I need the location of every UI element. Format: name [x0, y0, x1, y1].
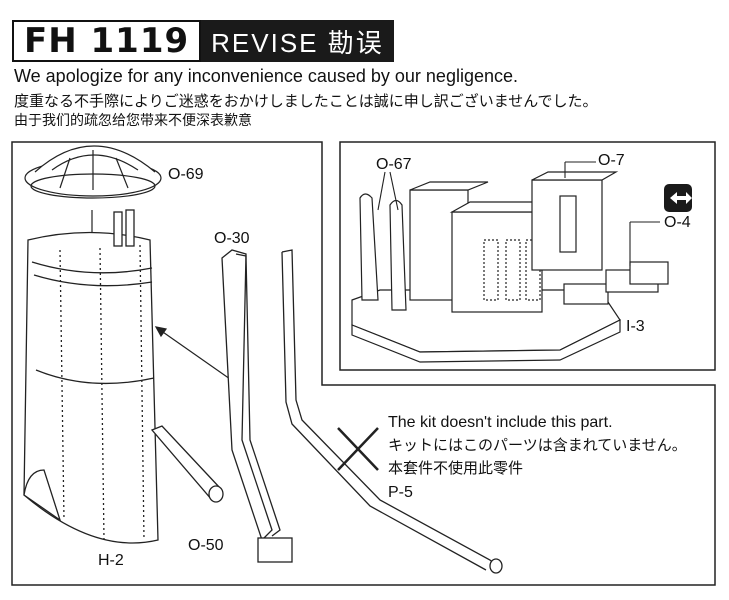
missing-part-note: The kit doesn't include this part. キットには…: [388, 414, 687, 502]
note-english: The kit doesn't include this part.: [388, 414, 613, 431]
flip-arrows-icon: [664, 184, 692, 212]
pipe-o50: [150, 425, 224, 503]
label-o4: O-4: [664, 214, 691, 231]
column-o30: [221, 249, 293, 563]
title-header: FH 1119 REVISE 勘误: [12, 20, 394, 62]
label-o50: O-50: [188, 537, 224, 554]
label-h2: H-2: [98, 552, 124, 569]
left-panel-border: [11, 141, 716, 586]
dome-cap-part: [24, 145, 162, 199]
pipe-p5: [281, 249, 503, 574]
label-o7: O-7: [598, 152, 625, 169]
label-p5: P-5: [388, 484, 413, 501]
revise-label: REVISE 勘误: [201, 20, 394, 62]
right-panel-border: [339, 141, 716, 371]
note-japanese: キットにはこのパーツは含まれていません。: [388, 436, 687, 454]
apology-chinese: 由于我们的疏忽给您带来不便深表歉意: [14, 113, 252, 129]
apology-english: We apologize for any inconvenience cause…: [14, 66, 518, 86]
deck-assembly: [351, 171, 669, 363]
label-o67: O-67: [376, 156, 412, 173]
model-number: FH 1119: [12, 20, 202, 62]
o67-arrows: [377, 171, 399, 211]
label-o69: O-69: [168, 166, 204, 183]
label-o30: O-30: [214, 230, 250, 247]
arrow-left: [154, 326, 241, 387]
note-chinese: 本套件不使用此零件: [388, 459, 524, 477]
tower-part: [23, 209, 159, 544]
label-i3: I-3: [626, 318, 645, 335]
apology-japanese: 度重なる不手際によりご迷惑をおかけしましたことは誠に申し訳ございませんでした。: [14, 92, 598, 110]
cross-icon: [337, 427, 379, 471]
